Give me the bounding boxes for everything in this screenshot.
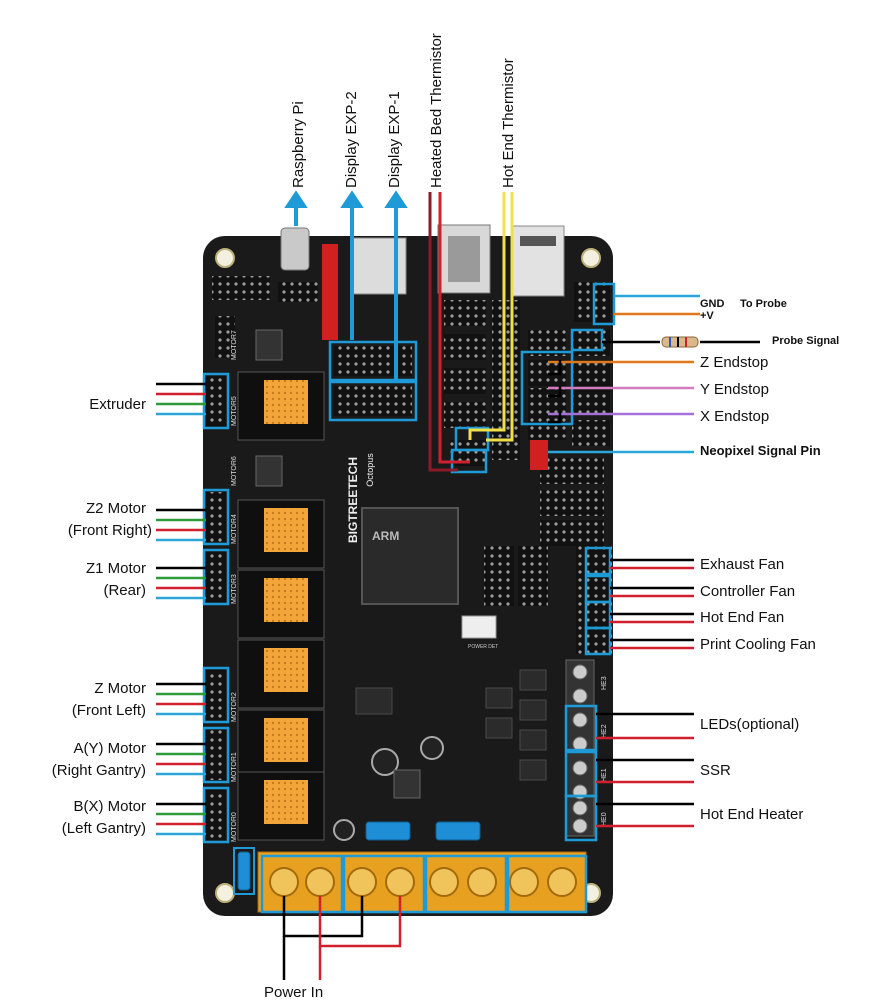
board-model: Octopus bbox=[365, 453, 375, 487]
motor-slot-5: MOTOR5 bbox=[231, 396, 238, 426]
motor-slot-2: MOTOR2 bbox=[231, 692, 238, 722]
label-raspberry-pi: Raspberry Pi bbox=[290, 101, 307, 188]
label-display-exp2: Display EXP-2 bbox=[343, 91, 360, 188]
hot-end-thermistor-wires bbox=[468, 192, 514, 442]
motor-slot-6: MOTOR6 bbox=[231, 456, 238, 486]
heater-terminals bbox=[565, 659, 595, 837]
label-z-sub: (Front Left) bbox=[71, 702, 146, 719]
label-neopixel: Neopixel Signal Pin bbox=[700, 443, 821, 458]
label-z1-motor: Z1 Motor bbox=[85, 560, 146, 577]
power-wires bbox=[282, 896, 402, 980]
power-terminals bbox=[257, 851, 587, 913]
probe-connector bbox=[592, 282, 616, 326]
motor-slot-7: MOTOR7 bbox=[231, 330, 238, 360]
label-gnd: GND bbox=[700, 298, 725, 310]
label-a-sub: (Right Gantry) bbox=[51, 762, 146, 779]
motor-slot-0: MOTOR0 bbox=[231, 812, 238, 842]
pi-header bbox=[322, 244, 338, 340]
label-exhaust-fan: Exhaust Fan bbox=[700, 556, 785, 573]
label-b-motor: B(X) Motor bbox=[73, 798, 146, 815]
fuse-icon-2 bbox=[435, 821, 481, 841]
board-brand: BIGTREETECH bbox=[346, 457, 360, 543]
label-a-motor: A(Y) Motor bbox=[73, 740, 146, 757]
neopixel-connector bbox=[530, 440, 548, 470]
endstop-wires bbox=[548, 360, 694, 424]
exp2-highlight bbox=[328, 340, 418, 382]
label-z-motor: Z Motor bbox=[94, 680, 146, 697]
power-det-label: POWER DET bbox=[468, 644, 498, 650]
heater-wires bbox=[596, 712, 694, 828]
usb-c-icon bbox=[280, 227, 310, 271]
label-z2-sub: (Front Right) bbox=[67, 522, 152, 539]
motor-slot-3: MOTOR3 bbox=[231, 574, 238, 604]
label-extruder: Extruder bbox=[89, 396, 146, 413]
power-highlights bbox=[260, 854, 588, 914]
he1-label: HE1 bbox=[601, 768, 608, 782]
label-leds: LEDs(optional) bbox=[700, 716, 800, 733]
label-hot-end-heater: Hot End Heater bbox=[700, 806, 804, 823]
mcu-chip-icon bbox=[361, 507, 459, 605]
mcu-brand: ARM bbox=[372, 529, 399, 543]
label-power-in: Power In bbox=[264, 984, 324, 1001]
he0-label: HE0 bbox=[601, 812, 608, 826]
fuse-icon-3 bbox=[237, 851, 251, 891]
label-display-exp1: Display EXP-1 bbox=[386, 91, 403, 188]
label-b-sub: (Left Gantry) bbox=[61, 820, 146, 837]
label-z1-sub: (Rear) bbox=[103, 582, 146, 599]
arrow-up-icon bbox=[284, 190, 408, 380]
motor-connectors bbox=[206, 376, 226, 840]
resistor-icon bbox=[661, 336, 699, 348]
label-hot-end-fan: Hot End Fan bbox=[700, 609, 785, 626]
label-probe-signal: Probe Signal bbox=[772, 335, 840, 347]
heated-bed-thermistor-wires bbox=[428, 192, 470, 472]
fan-wires bbox=[610, 558, 694, 650]
stepper-drivers bbox=[215, 316, 325, 841]
label-to-probe: To Probe bbox=[740, 298, 787, 310]
heater-highlights bbox=[564, 704, 598, 842]
label-heated-bed-thermistor: Heated Bed Thermistor bbox=[428, 33, 445, 188]
fuse-icon bbox=[365, 821, 411, 841]
label-plus-v: +V bbox=[700, 310, 714, 322]
label-print-cooling-fan: Print Cooling Fan bbox=[700, 636, 816, 653]
motor-slot-1: MOTOR1 bbox=[231, 752, 238, 782]
probe-wires bbox=[602, 294, 760, 344]
label-x-endstop: X Endstop bbox=[700, 408, 770, 425]
exp1-highlight bbox=[328, 380, 418, 422]
fuse-highlight bbox=[233, 847, 255, 895]
motor-slot-4: MOTOR4 bbox=[231, 514, 238, 544]
he2-label: HE2 bbox=[601, 724, 608, 738]
he3-label: HE3 bbox=[601, 676, 608, 690]
label-controller-fan: Controller Fan bbox=[700, 583, 796, 600]
motor-wires bbox=[156, 382, 206, 836]
label-y-endstop: Y Endstop bbox=[700, 381, 769, 398]
label-hot-end-thermistor: Hot End Thermistor bbox=[500, 58, 517, 188]
probe-signal-connector bbox=[570, 328, 604, 352]
label-z2-motor: Z2 Motor bbox=[85, 500, 146, 517]
label-z-endstop: Z Endstop bbox=[700, 354, 769, 371]
label-ssr: SSR bbox=[700, 762, 731, 779]
